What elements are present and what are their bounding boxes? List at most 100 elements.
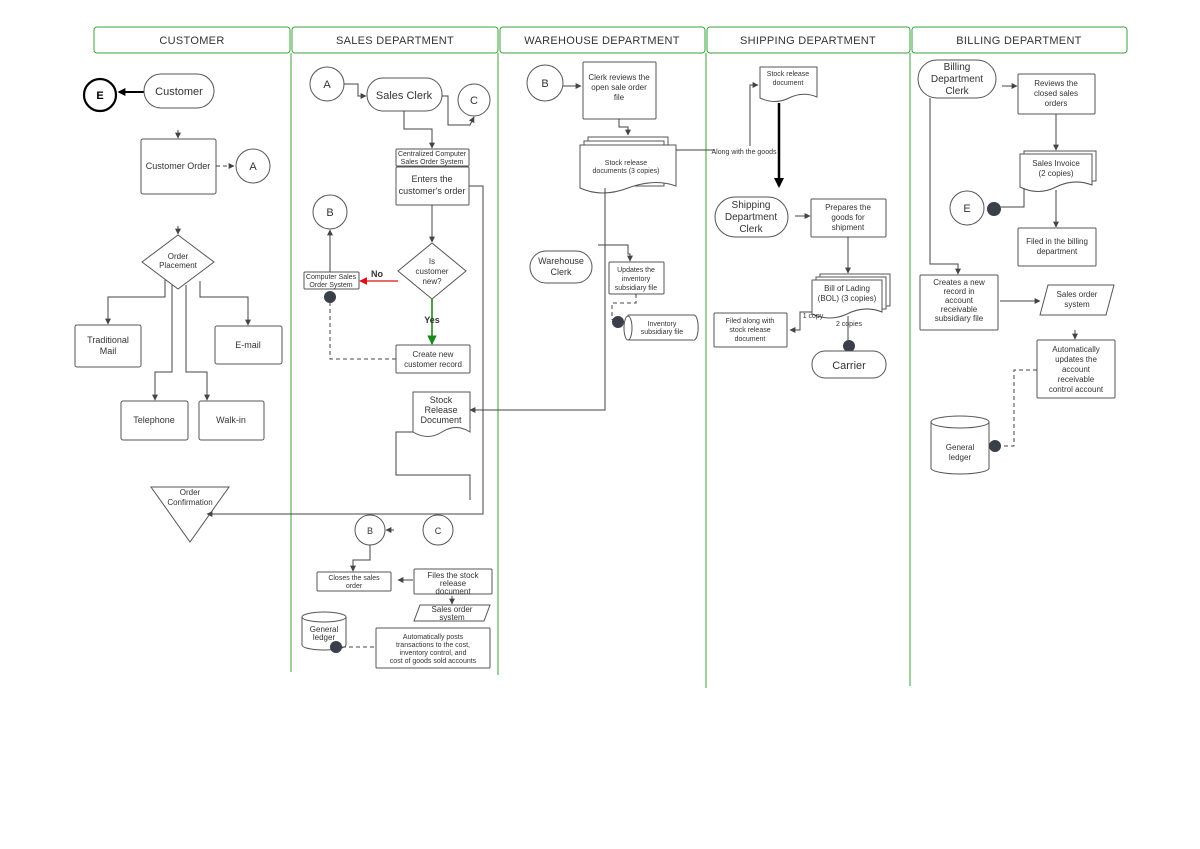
general-ledger-sales: General ledger: [301, 611, 347, 651]
svg-text:Mail: Mail: [100, 346, 117, 356]
svg-text:customer record: customer record: [404, 360, 462, 369]
centralized-computer-box: [395, 148, 470, 167]
auto-posts-box: [375, 627, 491, 669]
svg-text:C: C: [470, 95, 478, 107]
one-copy-label: 1 copy: [803, 313, 824, 320]
svg-text:record in: record in: [943, 287, 974, 296]
stock-release-documents-stack: Stock release documents (3 copies): [579, 136, 677, 194]
svg-text:order: order: [346, 583, 363, 590]
shipping-lane: Stock release document Shipping Departme…: [713, 66, 891, 379]
svg-text:system: system: [439, 613, 465, 622]
svg-text:goods for: goods for: [831, 213, 865, 222]
order-placement-line-2: Placement: [159, 261, 198, 270]
svg-text:Clerk reviews the: Clerk reviews the: [588, 73, 650, 82]
customer-lane: E Customer Customer Order A Order Placem…: [74, 73, 283, 543]
order-placement-diamond: [141, 234, 215, 290]
svg-text:document: document: [735, 336, 766, 343]
svg-text:Billing: Billing: [944, 62, 971, 73]
svg-text:Updates the: Updates the: [617, 267, 655, 274]
filed-along-box: [713, 312, 788, 348]
svg-text:Clerk: Clerk: [550, 267, 572, 277]
svg-text:Computer Sales: Computer Sales: [306, 274, 357, 281]
storage-dot-billing: [987, 202, 1001, 216]
svg-text:department: department: [1037, 247, 1078, 256]
computer-sales-order-system-box: [303, 271, 360, 290]
lane-title-warehouse: WAREHOUSE DEPARTMENT: [524, 35, 680, 47]
svg-text:General: General: [946, 443, 975, 452]
customer-terminal: [143, 73, 215, 109]
files-stock-release-box: [413, 568, 493, 595]
svg-text:orders: orders: [1045, 99, 1068, 108]
svg-text:file: file: [614, 93, 625, 102]
svg-text:Clerk: Clerk: [945, 86, 969, 97]
svg-text:Inventory: Inventory: [648, 321, 677, 328]
connector-b-sales: [312, 194, 348, 230]
warehouse-clerk-terminal: [529, 250, 593, 284]
svg-text:Sales Clerk: Sales Clerk: [376, 90, 433, 102]
svg-text:Sales Order System: Sales Order System: [401, 159, 464, 166]
svg-text:inventory control, and: inventory control, and: [400, 650, 467, 657]
svg-text:Filed in the billing: Filed in the billing: [1026, 237, 1088, 246]
svg-text:B: B: [541, 78, 548, 90]
connector-a-customer: [235, 148, 271, 184]
svg-text:release: release: [440, 579, 467, 588]
stock-release-document-shipping: [759, 66, 818, 102]
svg-text:customer: customer: [416, 267, 449, 276]
sales-order-system-parallelogram-sales: [413, 604, 491, 622]
svg-text:document: document: [773, 80, 804, 87]
svg-text:subsidiary file: subsidiary file: [615, 285, 658, 292]
sales-invoice-documents: Sales Invoice (2 copies): [1019, 150, 1097, 192]
two-copies-label: 2 copies: [836, 321, 863, 328]
svg-text:Order: Order: [180, 488, 201, 497]
svg-text:Document: Document: [420, 415, 462, 425]
svg-text:Automatically posts: Automatically posts: [403, 634, 464, 641]
svg-text:B: B: [326, 207, 333, 219]
storage-dot-ledger: [330, 641, 342, 653]
svg-text:Confirmation: Confirmation: [167, 498, 212, 507]
connector-c-sales: [457, 83, 491, 117]
svg-text:Stock: Stock: [430, 395, 453, 405]
svg-text:Is: Is: [429, 257, 435, 266]
sales-lane: A Sales Clerk C Centralized Computer Sal…: [206, 66, 493, 669]
general-ledger-billing: General ledger: [930, 415, 990, 475]
creates-record-box: [919, 274, 999, 331]
svg-text:Department: Department: [725, 212, 777, 223]
walk-in-box: [198, 400, 265, 441]
svg-text:Closes the sales: Closes the sales: [328, 575, 380, 582]
traditional-mail-box: [74, 324, 142, 368]
svg-text:A: A: [249, 161, 257, 173]
svg-text:cost of goods sold accounts: cost of goods sold accounts: [390, 658, 477, 665]
inventory-file-cylinder: Inventory subsidiary file: [623, 314, 699, 341]
svg-text:C: C: [435, 526, 442, 536]
svg-text:Department: Department: [931, 74, 983, 85]
svg-text:No: No: [371, 269, 383, 279]
billing-lane: Billing Department Clerk Reviews the clo…: [917, 59, 1116, 475]
svg-text:Walk-in: Walk-in: [216, 415, 246, 425]
svg-text:Creates a new: Creates a new: [933, 278, 985, 287]
svg-text:Create new: Create new: [413, 350, 454, 359]
svg-text:Traditional: Traditional: [87, 335, 129, 345]
carrier-terminal: [811, 350, 887, 379]
lane-title-sales: SALES DEPARTMENT: [336, 35, 454, 47]
svg-text:Bill of Lading: Bill of Lading: [824, 284, 870, 293]
svg-text:Order System: Order System: [309, 282, 352, 289]
svg-text:ledger: ledger: [313, 633, 336, 642]
svg-text:closed sales: closed sales: [1034, 89, 1078, 98]
svg-text:Clerk: Clerk: [739, 224, 763, 235]
svg-text:Sales order: Sales order: [1057, 290, 1098, 299]
lane-title-billing: BILLING DEPARTMENT: [956, 35, 1081, 47]
svg-text:open sale order: open sale order: [591, 83, 647, 92]
svg-text:subsidiary file: subsidiary file: [641, 329, 684, 336]
svg-text:Yes: Yes: [424, 315, 440, 325]
svg-text:ledger: ledger: [949, 453, 972, 462]
svg-text:document: document: [435, 587, 471, 596]
svg-text:transactions to the cost,: transactions to the cost,: [396, 642, 470, 649]
bill-of-lading-documents: Bill of Lading (BOL) (3 copies): [811, 273, 891, 319]
billing-clerk-terminal: [917, 59, 997, 99]
lane-title-shipping: SHIPPING DEPARTMENT: [740, 35, 876, 47]
sales-order-system-parallelogram-billing: [1039, 284, 1115, 316]
storage-dot-carrier: [843, 340, 855, 352]
svg-text:Sales Invoice: Sales Invoice: [1032, 159, 1080, 168]
svg-text:Reviews the: Reviews the: [1034, 79, 1078, 88]
